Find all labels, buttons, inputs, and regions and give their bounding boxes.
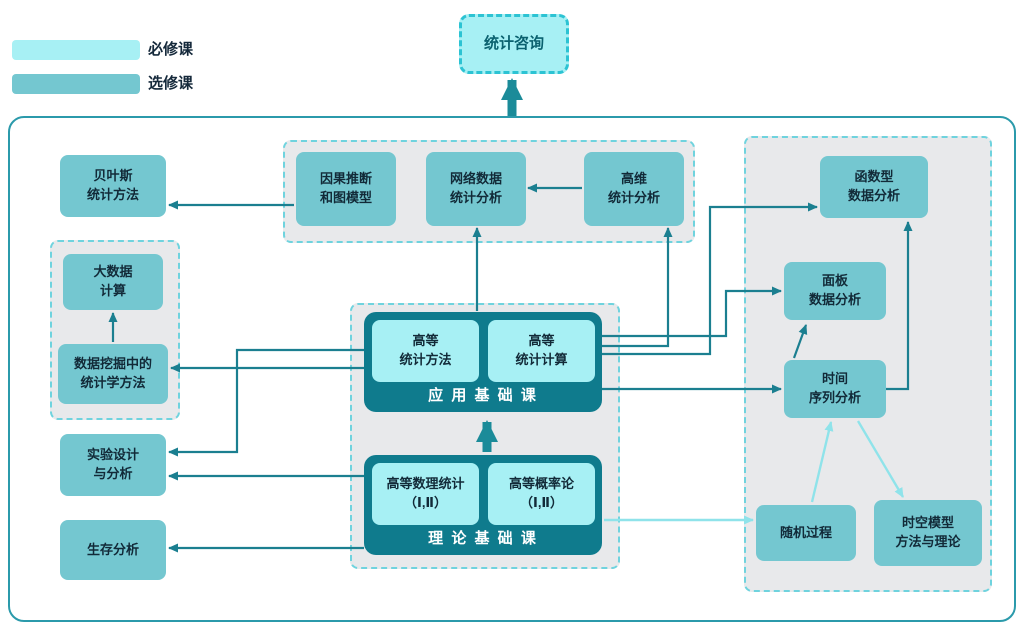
node-functional-data-analysis: 函数型 数据分析 bbox=[820, 156, 928, 218]
node-data-mining-statistics: 数据挖掘中的 统计学方法 bbox=[58, 344, 168, 404]
node-spatiotemporal-models: 时空模型 方法与理论 bbox=[874, 500, 982, 566]
node-probability-theory: 高等概率论 （Ⅰ,Ⅱ） bbox=[488, 463, 595, 525]
node-big-data-computing: 大数据 计算 bbox=[63, 254, 163, 310]
legend-swatch-required bbox=[12, 40, 140, 60]
group-applied-label: 应 用 基 础 课 bbox=[428, 387, 538, 404]
node-mathematical-statistics: 高等数理统计 （Ⅰ,Ⅱ） bbox=[372, 463, 479, 525]
legend-label-elective: 选修课 bbox=[148, 75, 194, 92]
node-bayesian-methods: 贝叶斯 统计方法 bbox=[60, 155, 166, 217]
node-time-series-analysis: 时间 序列分析 bbox=[784, 360, 886, 418]
node-network-data-analysis: 网络数据 统计分析 bbox=[426, 152, 526, 226]
legend-label-required: 必修课 bbox=[148, 41, 194, 58]
node-panel-data-analysis: 面板 数据分析 bbox=[784, 262, 886, 320]
node-experimental-design: 实验设计 与分析 bbox=[60, 434, 166, 496]
group-theory-label: 理 论 基 础 课 bbox=[428, 530, 538, 547]
node-advanced-statistical-computing: 高等 统计计算 bbox=[488, 320, 595, 382]
node-stochastic-processes: 随机过程 bbox=[756, 505, 856, 561]
node-highdim-analysis: 高维 统计分析 bbox=[584, 152, 684, 226]
node-survival-analysis: 生存分析 bbox=[60, 520, 166, 580]
node-statistical-consulting: 统计咨询 bbox=[459, 14, 569, 74]
legend-swatch-elective bbox=[12, 74, 140, 94]
node-advanced-statistical-methods: 高等 统计方法 bbox=[372, 320, 479, 382]
node-causal-inference: 因果推断 和图模型 bbox=[296, 152, 396, 226]
